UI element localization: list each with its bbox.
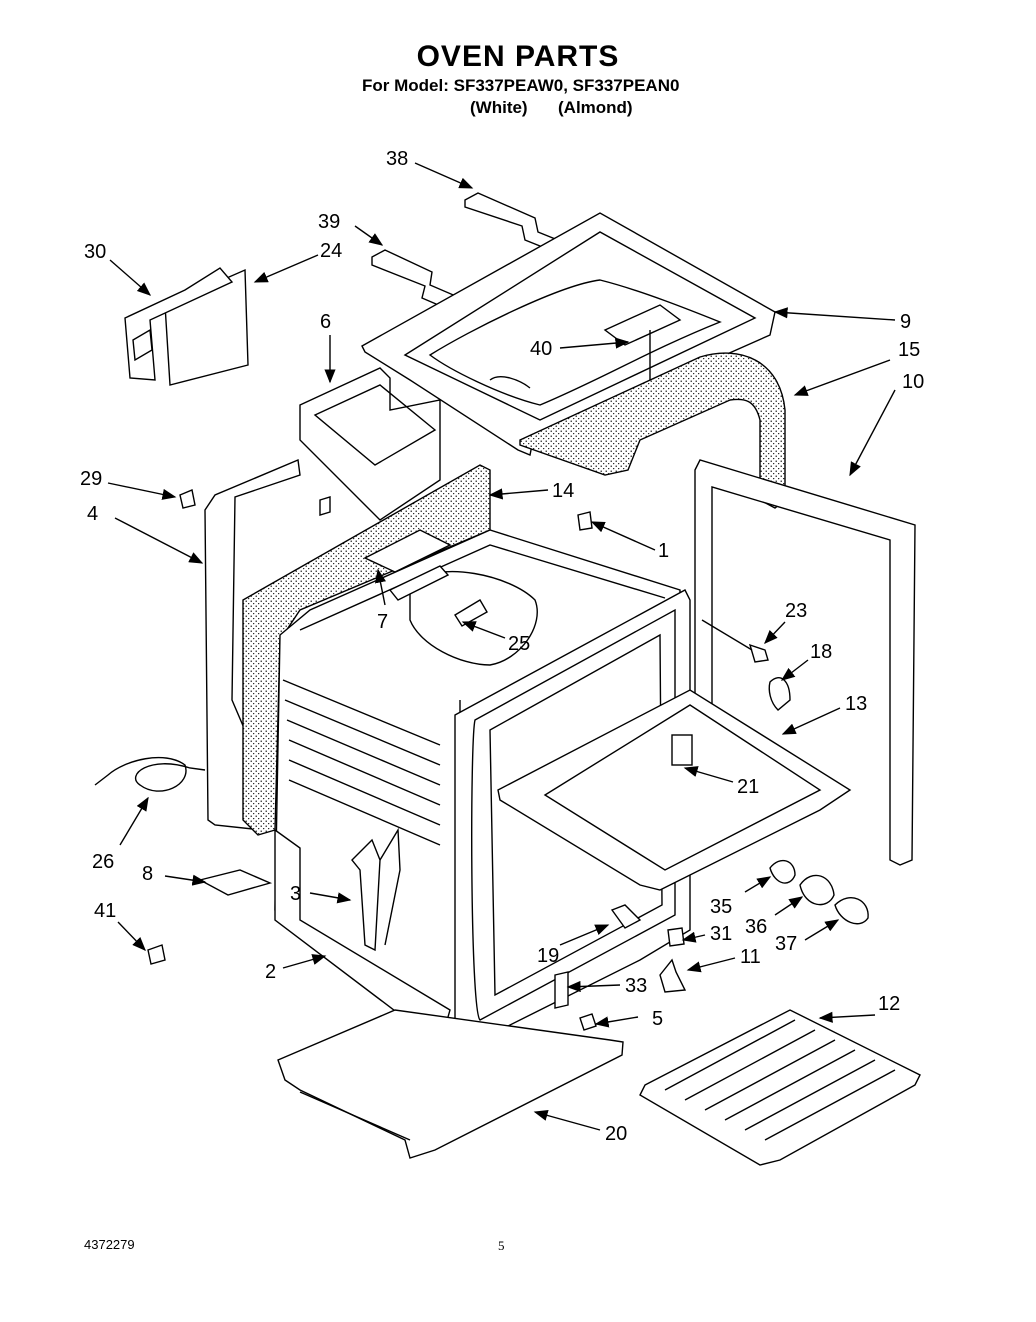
part-37-bulb	[834, 897, 869, 925]
callout-19: 19	[537, 945, 559, 967]
part-5-screw	[579, 1013, 597, 1031]
part-11-valve	[659, 958, 687, 993]
callout-33: 33	[625, 975, 647, 997]
callout-1: 1	[658, 540, 669, 562]
callout-14: 14	[552, 480, 574, 502]
part-31-clip	[667, 927, 685, 947]
part-23-knob	[748, 643, 769, 663]
callout-21: 21	[737, 776, 759, 798]
part-20-panel	[277, 1009, 624, 1159]
callout-38: 38	[386, 148, 408, 170]
page-title: OVEN PARTS	[416, 40, 620, 73]
callout-26: 26	[92, 851, 114, 873]
callout-20: 20	[605, 1123, 627, 1145]
part-33-bracket	[554, 971, 569, 1009]
callout-4: 4	[87, 503, 98, 525]
part-26-power-cord	[94, 757, 206, 792]
part-1-clip	[577, 511, 593, 531]
callout-25: 25	[508, 633, 530, 655]
part-6-vent-duct	[299, 367, 441, 521]
callout-18: 18	[810, 641, 832, 663]
callout-7: 7	[377, 611, 388, 633]
callout-35: 35	[710, 896, 732, 918]
callout-arrows	[107, 162, 896, 1131]
document-number: 4372279	[84, 1237, 135, 1252]
variant-almond: (Almond)	[558, 98, 633, 117]
callout-11: 11	[740, 946, 761, 968]
callout-2: 2	[265, 961, 276, 983]
callout-5: 5	[652, 1008, 663, 1030]
callout-39: 39	[318, 211, 340, 233]
callout-29: 29	[80, 468, 102, 490]
callout-labels: 38 39 30 24 6 9 40 15 10 29 14 4 1 7 23 …	[80, 148, 924, 1145]
part-13-rack	[497, 689, 852, 891]
part-41-clip	[147, 944, 166, 965]
part-8-gasket	[198, 869, 273, 896]
part-12-oven-rack	[639, 1009, 921, 1166]
part-3-element	[351, 838, 381, 952]
part-30-bracket	[124, 267, 234, 381]
part-35-knob	[769, 859, 796, 884]
callout-3: 3	[290, 883, 301, 905]
part-19-bracket	[610, 904, 642, 929]
part-21-label	[671, 734, 693, 766]
part-4-side-panel	[204, 458, 301, 831]
part-14-insulation	[242, 464, 491, 836]
part-15-insulation	[519, 352, 786, 509]
callout-10: 10	[902, 371, 924, 393]
callout-12: 12	[878, 993, 900, 1015]
callout-6: 6	[320, 311, 331, 333]
callout-37: 37	[775, 933, 797, 955]
variant-white: (White)	[470, 98, 528, 117]
callout-23: 23	[785, 600, 807, 622]
part-36-socket	[799, 874, 835, 906]
callout-24: 24	[320, 240, 342, 262]
page-number: 5	[498, 1238, 505, 1253]
callout-31: 31	[710, 923, 732, 945]
part-29-clip	[179, 489, 196, 509]
part-18-clip	[768, 677, 791, 711]
callout-15: 15	[898, 339, 920, 361]
callout-9: 9	[900, 311, 911, 333]
callout-30: 30	[84, 241, 106, 263]
model-line: For Model: SF337PEAW0, SF337PEAN0	[362, 76, 680, 95]
callout-36: 36	[745, 916, 767, 938]
callout-40: 40	[530, 338, 552, 360]
callout-41: 41	[94, 900, 116, 922]
callout-8: 8	[142, 863, 153, 885]
callout-13: 13	[845, 693, 867, 715]
